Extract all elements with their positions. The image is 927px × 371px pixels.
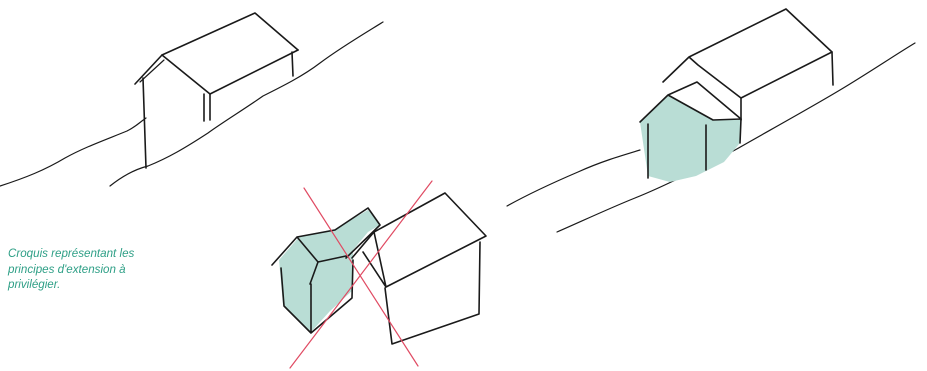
sketch-caption: Croquis représentant les principes d'ext… [8, 246, 183, 293]
ground-line-left [507, 150, 640, 206]
sketch-house-with-misaligned-extension [272, 181, 486, 368]
house-roof-ridge [162, 13, 298, 55]
main-house-roof [663, 9, 832, 98]
sketch-house-on-slope [0, 13, 383, 186]
house-roof-eave [210, 50, 298, 94]
caption-line-2: principes d'extension à [8, 262, 183, 278]
house-roof-front [135, 55, 210, 94]
main-house-walls [741, 52, 833, 120]
caption-line-1: Croquis représentant les [8, 246, 183, 262]
house-front-wall [143, 78, 204, 168]
house-side-wall [210, 52, 293, 120]
sketch-house-with-extension-downslope [507, 9, 915, 232]
ground-line-lower [110, 22, 383, 186]
caption-line-3: privilégier. [8, 277, 183, 293]
house-roof-edge [140, 60, 164, 82]
